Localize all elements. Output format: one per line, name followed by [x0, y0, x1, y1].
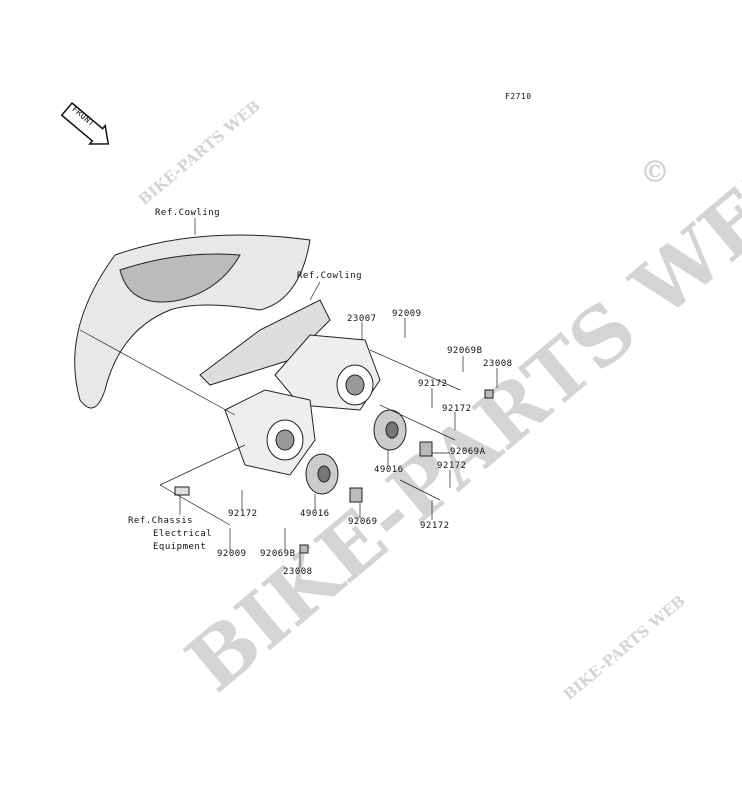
ref-chassis-label: Electrical	[153, 529, 213, 539]
part-label-92009: 92009	[217, 549, 247, 559]
part-label-92069a: 92069A	[450, 447, 486, 457]
part-label-92069b: 92069B	[447, 346, 483, 356]
headlight-lower	[224, 389, 316, 476]
leader-lines	[79, 218, 498, 568]
socket-23008-top	[484, 389, 494, 399]
part-label-23008: 23008	[283, 567, 313, 577]
part-label-92009: 92009	[392, 309, 422, 319]
part-label-92172: 92172	[442, 404, 472, 414]
part-label-49016: 49016	[300, 509, 330, 519]
part-label-92172: 92172	[418, 379, 448, 389]
clip-part	[174, 486, 190, 496]
front-arrow-icon	[60, 101, 110, 145]
socket-23008-bottom	[299, 544, 309, 554]
bracket-part	[199, 299, 331, 386]
part-label-23007: 23007	[347, 314, 377, 324]
part-label-92172: 92172	[228, 509, 258, 519]
part-label-92069b: 92069B	[260, 549, 296, 559]
bulb-92069a	[419, 441, 433, 457]
ref-cowling-label: Ref.Cowling	[297, 271, 363, 281]
part-label-92172: 92172	[420, 521, 450, 531]
watermark-copyright: ©	[640, 155, 670, 190]
headlight-upper	[274, 334, 381, 411]
ref-cowling-label: Ref.Cowling	[155, 208, 221, 218]
ref-chassis-label: Ref.Chassis	[128, 516, 194, 526]
diagram-code: F2710	[505, 92, 532, 101]
ref-chassis-label: Equipment	[153, 542, 207, 552]
part-label-92069: 92069	[348, 517, 378, 527]
part-label-23008: 23008	[483, 359, 513, 369]
cowling-part	[74, 234, 311, 409]
part-label-92172: 92172	[437, 461, 467, 471]
part-label-49016: 49016	[374, 465, 404, 475]
bulb-92069	[349, 487, 363, 503]
